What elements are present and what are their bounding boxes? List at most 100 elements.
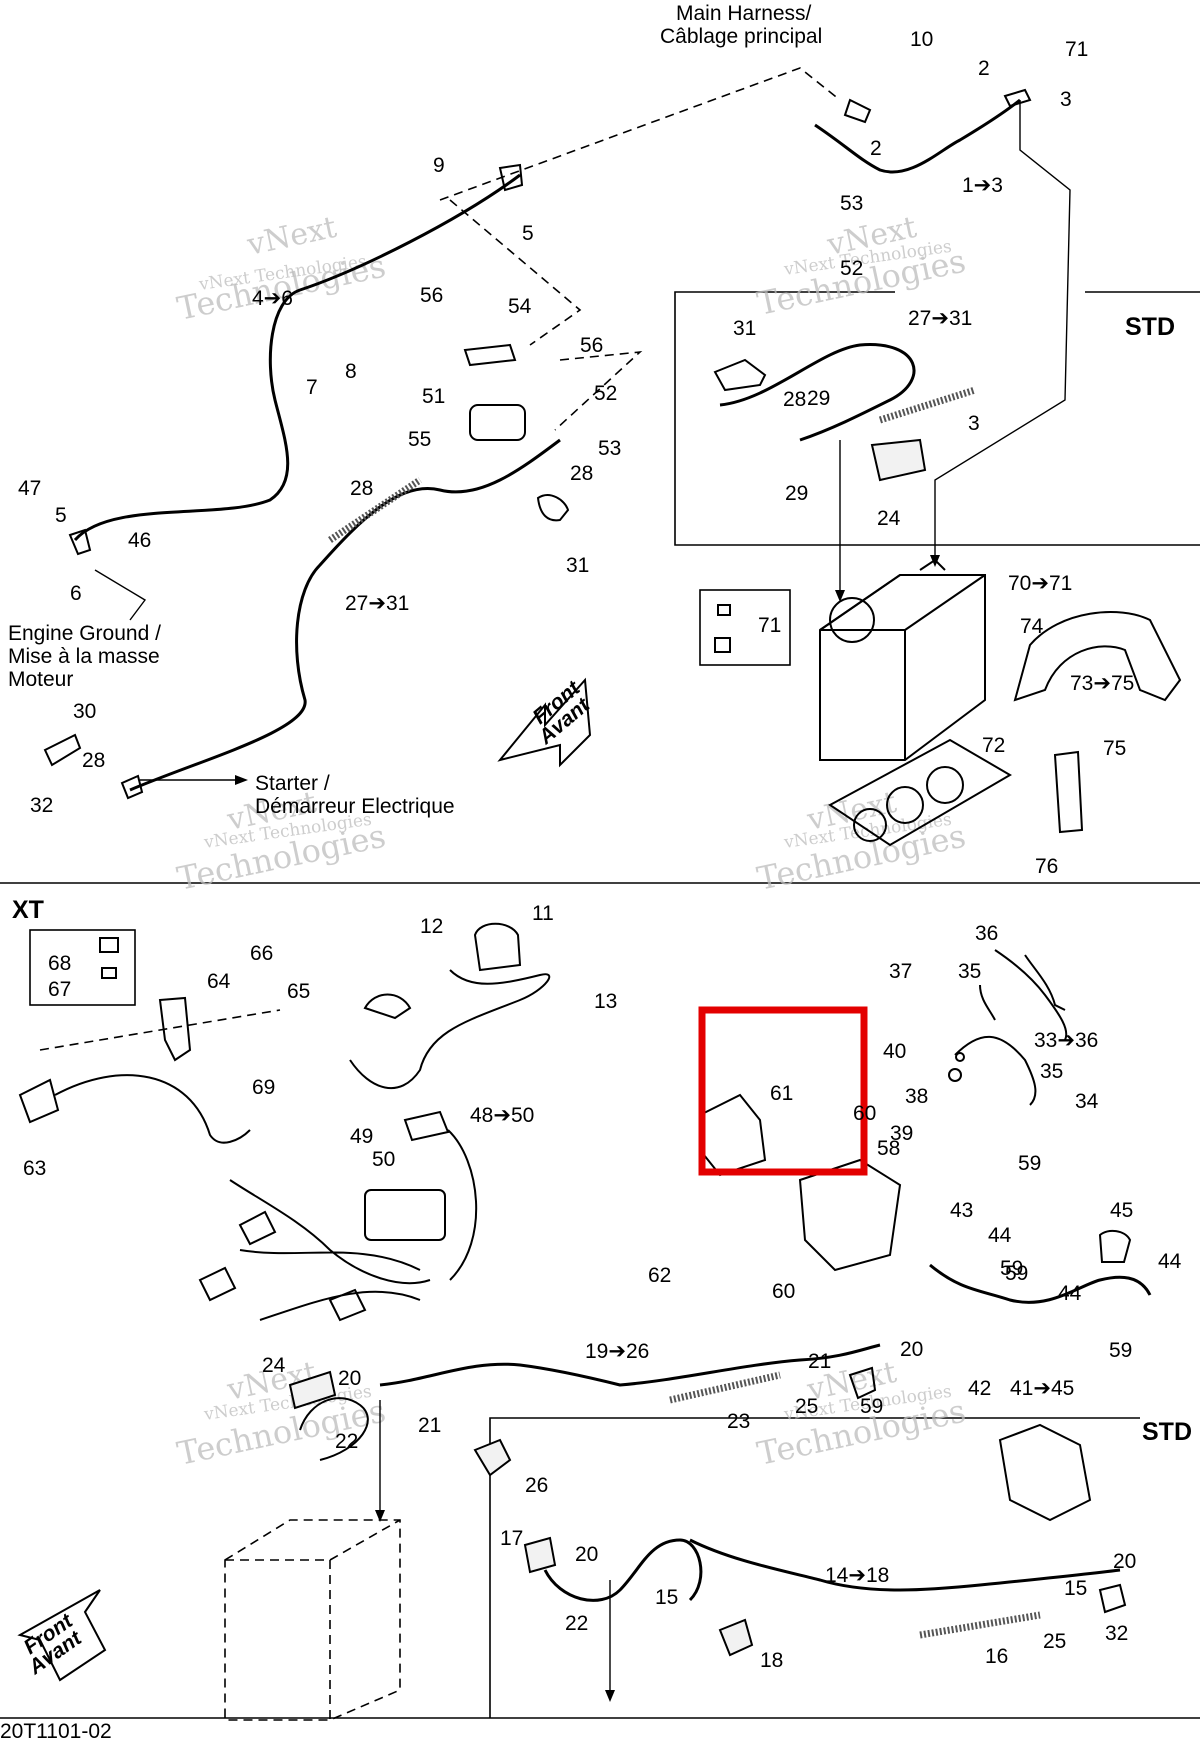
leader bbox=[94, 569, 147, 621]
cap-45 bbox=[1098, 1229, 1132, 1263]
cable-end-6 bbox=[68, 528, 92, 556]
callout-15: 15 bbox=[655, 1586, 678, 1609]
cable-19-26 bbox=[379, 1343, 881, 1387]
callout-20: 20 bbox=[575, 1543, 598, 1566]
callout-64: 64 bbox=[207, 970, 231, 993]
cap-24 bbox=[870, 438, 927, 482]
callout-3: 3 bbox=[1060, 88, 1072, 111]
callout-36: 36 bbox=[975, 922, 998, 945]
diagram-code: 20T1101-02 bbox=[0, 1720, 112, 1741]
callout-62: 62 bbox=[648, 1264, 671, 1287]
dash-line bbox=[439, 67, 841, 201]
dash-line bbox=[449, 199, 582, 346]
callout-56: 56 bbox=[420, 284, 443, 307]
callout-10: 10 bbox=[910, 28, 933, 51]
callout-34: 34 bbox=[1075, 1090, 1099, 1113]
callout-7: 7 bbox=[306, 376, 318, 399]
cap-30 bbox=[43, 733, 82, 767]
callout-21: 21 bbox=[418, 1414, 441, 1437]
callout-56: 56 bbox=[580, 334, 603, 357]
callout-65: 65 bbox=[287, 980, 310, 1003]
kit-box-68-67 bbox=[29, 929, 136, 1006]
note-engine-ground-fr2: Moteur bbox=[8, 668, 73, 691]
callout-59: 59 bbox=[1000, 1257, 1023, 1280]
callout-41➔45: 41➔45 bbox=[1010, 1377, 1074, 1400]
std-bottom-frame bbox=[489, 1417, 1140, 1718]
wire-48 bbox=[447, 1129, 478, 1281]
bracket-61 bbox=[699, 1093, 767, 1177]
callout-11: 11 bbox=[532, 902, 554, 925]
callout-8: 8 bbox=[345, 360, 357, 383]
highlight-box-61 bbox=[698, 1006, 868, 1176]
battery-terminal bbox=[829, 597, 875, 643]
kit-box-71 bbox=[699, 589, 791, 666]
callout-35: 35 bbox=[1040, 1060, 1063, 1083]
callout-55: 55 bbox=[408, 428, 431, 451]
cap-24-xt bbox=[288, 1370, 337, 1410]
callout-4➔6: 4➔6 bbox=[252, 287, 293, 310]
callout-24: 24 bbox=[877, 507, 901, 530]
callout-9: 9 bbox=[433, 154, 445, 177]
callout-37: 37 bbox=[889, 960, 912, 983]
note-engine-ground: Engine Ground / bbox=[8, 622, 161, 645]
cable-22-xt bbox=[299, 1397, 369, 1461]
callout-27➔31: 27➔31 bbox=[345, 592, 409, 615]
battery-xt-edges bbox=[225, 1519, 401, 1720]
callout-59: 59 bbox=[1109, 1339, 1132, 1362]
callout-1➔3: 1➔3 bbox=[962, 174, 1003, 197]
callout-2: 2 bbox=[870, 137, 882, 160]
callout-49: 49 bbox=[350, 1125, 373, 1148]
callout-18: 18 bbox=[760, 1649, 783, 1672]
callout-33➔36: 33➔36 bbox=[1034, 1029, 1098, 1052]
starter-58 bbox=[798, 1158, 902, 1272]
callout-72: 72 bbox=[982, 734, 1005, 757]
callout-25: 25 bbox=[1043, 1630, 1066, 1653]
callout-58: 58 bbox=[877, 1137, 900, 1160]
cap-25 bbox=[848, 1366, 877, 1400]
terminal-28 bbox=[120, 774, 144, 800]
connector-48-50 bbox=[403, 1110, 450, 1142]
callout-68: 68 bbox=[48, 952, 71, 975]
callout-71: 71 bbox=[1065, 38, 1088, 61]
callout-35: 35 bbox=[958, 960, 981, 983]
arrow-to-battery-2 bbox=[934, 100, 1071, 555]
callout-31: 31 bbox=[566, 554, 589, 577]
callout-45: 45 bbox=[1110, 1199, 1133, 1222]
callout-59: 59 bbox=[1005, 1262, 1028, 1285]
callout-32: 32 bbox=[1105, 1622, 1128, 1645]
cable-end-5 bbox=[498, 163, 524, 192]
cap-25-std bbox=[1098, 1583, 1127, 1614]
bracket-64 bbox=[158, 996, 192, 1062]
callout-3: 3 bbox=[968, 412, 980, 435]
tray-72 bbox=[828, 738, 1012, 847]
callout-27➔31: 27➔31 bbox=[908, 307, 972, 330]
callout-6: 6 bbox=[70, 582, 82, 605]
callout-26: 26 bbox=[525, 1474, 548, 1497]
note-main-harness: Main Harness/ bbox=[676, 2, 812, 25]
xt-parts bbox=[18, 922, 1152, 1721]
callout-22: 22 bbox=[335, 1430, 358, 1453]
top-cables bbox=[43, 67, 1032, 800]
callout-47: 47 bbox=[18, 477, 41, 500]
battery-70 bbox=[699, 558, 986, 761]
callout-73➔75: 73➔75 bbox=[1070, 672, 1134, 695]
std-top-frame-left bbox=[674, 291, 1200, 546]
callout-16: 16 bbox=[985, 1645, 1008, 1668]
svg-text:vNext: vNext bbox=[243, 210, 339, 263]
callout-28: 28 bbox=[570, 462, 593, 485]
battery-body bbox=[819, 574, 986, 761]
callout-44: 44 bbox=[1158, 1250, 1182, 1273]
cable-27-31 bbox=[129, 438, 561, 792]
clamp-12 bbox=[363, 993, 412, 1020]
harness-connectors bbox=[198, 1210, 367, 1322]
callout-22: 22 bbox=[565, 1612, 588, 1635]
watermark: vNext vNext Technologies Technologies vN… bbox=[174, 210, 969, 1473]
note-engine-ground-fr: Mise à la masse bbox=[8, 645, 160, 668]
callout-28: 28 bbox=[350, 477, 373, 500]
callout-59: 59 bbox=[860, 1395, 883, 1418]
callout-28: 28 bbox=[82, 749, 105, 772]
std-bottom-parts bbox=[523, 1423, 1127, 1702]
connector-63 bbox=[18, 1078, 60, 1124]
cap-17 bbox=[523, 1536, 557, 1574]
relay-51 bbox=[469, 404, 526, 441]
